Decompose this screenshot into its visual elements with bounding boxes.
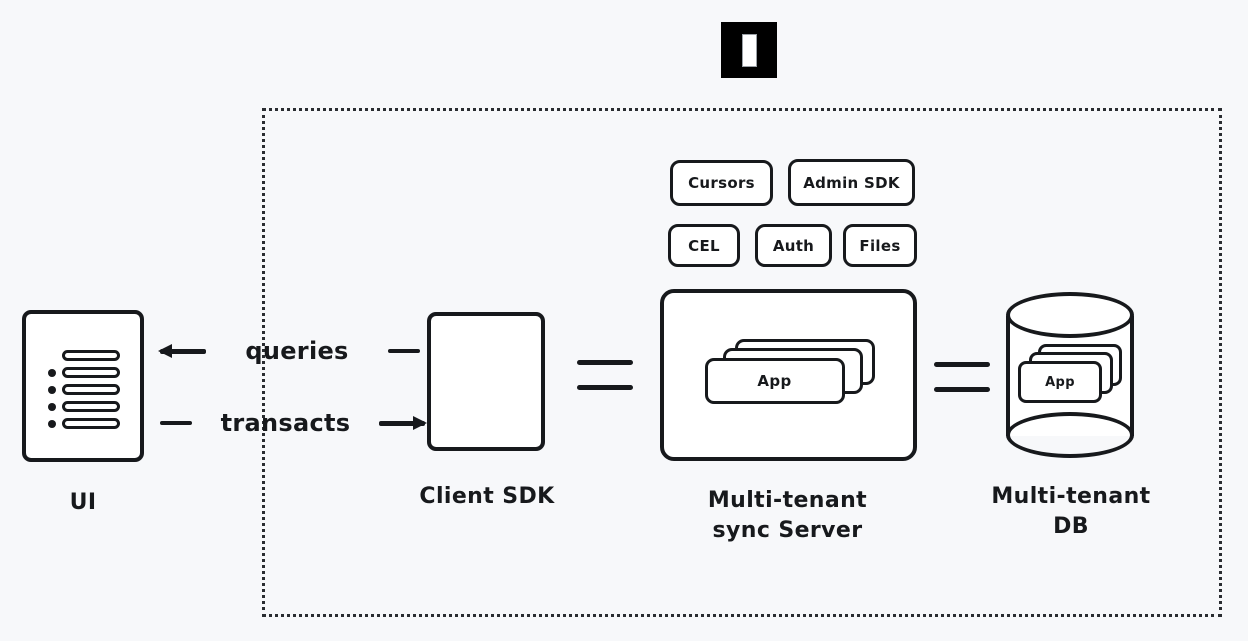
caption-sync-server: Multi-tenant sync Server (650, 486, 925, 545)
arrow-left-icon (158, 344, 206, 358)
list-row (62, 367, 120, 378)
caption-line: sync Server (712, 517, 863, 543)
list-row (62, 384, 120, 395)
caption-multi-tenant-db: Multi-tenant DB (975, 482, 1167, 541)
node-ui[interactable] (22, 310, 144, 462)
flow-queries: queries (158, 332, 420, 370)
app-card-stack: App (1018, 344, 1122, 406)
feature-pill-cursors[interactable]: Cursors (670, 160, 773, 206)
instantdb-logo (721, 22, 777, 78)
list-icon (44, 346, 122, 429)
dash-icon (388, 348, 420, 354)
feature-pill-label: Cursors (688, 174, 755, 192)
connector-server-to-db (934, 362, 990, 392)
feature-pill-label: CEL (688, 236, 720, 255)
feature-pill-files[interactable]: Files (843, 224, 917, 267)
caption-line: Multi-tenant (707, 488, 868, 513)
flow-label-transacts: transacts (220, 409, 351, 437)
arrow-right-icon (379, 416, 427, 430)
list-bullet-icon (48, 403, 56, 411)
feature-pill-label: Files (859, 236, 901, 255)
logo-bar-icon (741, 33, 757, 67)
caption-line: Multi-tenant (991, 484, 1151, 509)
app-card-label: App (757, 372, 792, 390)
caption-client-sdk: Client SDK (419, 484, 555, 509)
app-card-label: App (1045, 374, 1075, 390)
feature-pill-auth[interactable]: Auth (755, 224, 832, 267)
app-card-stack: App (703, 339, 875, 411)
list-row (62, 401, 120, 412)
flow-transacts: transacts (160, 404, 427, 442)
feature-pill-admin-sdk[interactable]: Admin SDK (788, 159, 915, 206)
dash-icon (160, 420, 192, 426)
cylinder-top-ellipse (1006, 292, 1134, 338)
feature-pill-label: Admin SDK (803, 173, 900, 192)
system-boundary (262, 108, 1222, 617)
feature-pill-label: Auth (772, 236, 815, 255)
flow-label-queries: queries (245, 337, 349, 365)
node-multi-tenant-db[interactable]: App (1006, 292, 1134, 460)
list-row (62, 350, 120, 361)
cylinder-bottom-ellipse (1006, 412, 1134, 458)
app-card: App (704, 358, 845, 404)
caption-line: DB (1053, 513, 1089, 539)
node-client-sdk[interactable] (427, 312, 545, 451)
feature-pill-cel[interactable]: CEL (668, 224, 740, 267)
app-card: App (1018, 361, 1102, 403)
node-sync-server[interactable]: App (660, 289, 917, 461)
list-bullet-icon (48, 369, 56, 377)
connector-client-to-server (577, 360, 633, 390)
list-bullet-icon (48, 420, 56, 428)
list-bullet-icon (48, 386, 56, 394)
list-row (62, 418, 120, 429)
caption-ui: UI (69, 490, 97, 515)
